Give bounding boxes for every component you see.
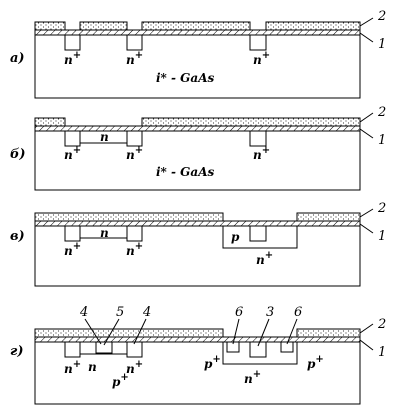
stage-d-contact-1 <box>226 342 240 353</box>
stage-d-region-3: p+ <box>112 372 129 389</box>
stage-b-substrate-outline <box>34 130 361 191</box>
stage-a-mask-3 <box>141 21 251 31</box>
stage-d-leader-5 <box>103 318 120 346</box>
stage-c-label: в) <box>10 229 25 244</box>
stage-a-label: а) <box>10 51 25 66</box>
stage-d-callout-4b: 4 <box>142 305 151 320</box>
stage-a-leader-2 <box>359 17 374 27</box>
stage-a-substrate-outline <box>34 34 361 99</box>
stage-d-mask-1 <box>34 328 224 338</box>
stage-d-layer-1 <box>34 336 361 343</box>
stage-c-leader-2 <box>359 208 374 218</box>
stage-b-implant-3 <box>249 131 267 147</box>
stage-c-substrate-outline <box>34 225 361 287</box>
stage-c: в) n+ n n+ p n+ 2 1 <box>10 201 386 287</box>
stage-d-substrate-outline <box>34 341 361 405</box>
stage-d-leader-3 <box>257 318 270 347</box>
stage-c-leader-1 <box>359 223 374 234</box>
stage-b-leader-2 <box>359 112 374 123</box>
stage-b-substrate-label: i* - GaAs <box>156 165 215 179</box>
stage-c-implant-2 <box>126 226 143 242</box>
stage-b-leader-1 <box>359 128 374 139</box>
stage-a-region-3: n+ <box>253 50 270 67</box>
stage-c-mask-2 <box>296 212 361 222</box>
stage-d-callout-4a: 4 <box>79 305 88 320</box>
stage-b-region-1: n+ <box>64 145 81 162</box>
stage-d-region-1: n+ <box>64 359 81 376</box>
stage-c-region-5: n+ <box>256 250 273 267</box>
stage-a-region-1: n+ <box>64 50 81 67</box>
stage-d-contact-2 <box>280 342 294 353</box>
stage-c-layer-1 <box>34 220 361 227</box>
stage-c-callout-2: 2 <box>377 201 386 216</box>
stage-a-mask-1 <box>34 21 66 31</box>
stage-d-mask-2 <box>296 328 361 338</box>
stage-d-leader-4b <box>133 318 147 345</box>
stage-c-implant-1 <box>64 226 81 242</box>
stage-a-callout-1: 1 <box>378 37 386 52</box>
stage-d-leader-6a <box>232 318 240 345</box>
stage-d-region-2: n <box>88 360 97 374</box>
stage-a-implant-2 <box>126 35 143 51</box>
stage-d-callout-3: 3 <box>266 305 274 320</box>
stage-d-region-6: n+ <box>244 369 261 386</box>
stage-d-leader-1 <box>359 339 374 351</box>
stage-b-layer-1 <box>34 125 361 132</box>
stage-d-callout-5: 5 <box>116 305 124 320</box>
stage-c-region-2: n <box>100 226 109 240</box>
stage-d-region-5: p+ <box>204 354 221 371</box>
stage-a-implant-1 <box>64 35 81 51</box>
stage-d-leader-2 <box>359 323 374 334</box>
stage-a-mask-4 <box>265 21 361 31</box>
stage-d-label: г) <box>10 344 23 359</box>
stage-c-p-well <box>222 226 298 249</box>
stage-b: б) n+ n n+ n+ i* - GaAs 2 1 <box>10 105 386 191</box>
stage-a-mask-2 <box>79 21 128 31</box>
stage-c-region-1: n+ <box>64 241 81 258</box>
stage-d-leader-4a <box>84 318 102 345</box>
stage-b-region-4: n+ <box>253 145 270 162</box>
stage-c-callout-1: 1 <box>378 229 386 244</box>
stage-d-callout-2: 2 <box>377 317 386 332</box>
stage-d-callout-6b: 6 <box>294 305 302 320</box>
stage-b-mask-1 <box>34 117 66 127</box>
stage-d-region-4: n+ <box>126 359 143 376</box>
stage-a-region-2: n+ <box>126 50 143 67</box>
stage-d: г) n+ n p+ n+ p+ n+ p+ 4 5 4 6 3 6 2 <box>10 305 386 405</box>
stage-c-region-4: p <box>231 230 240 244</box>
stage-b-callout-2: 2 <box>377 105 386 120</box>
stage-a-callout-2: 2 <box>377 9 386 24</box>
stage-c-region-3: n+ <box>126 241 143 258</box>
stage-b-mask-2 <box>141 117 361 127</box>
stage-d-callout-1: 1 <box>378 345 386 360</box>
stage-d-p-well <box>222 342 298 365</box>
stage-a-layer-1 <box>34 29 361 36</box>
stage-d-implant-1 <box>64 342 81 358</box>
stage-d-implant-3 <box>249 342 267 358</box>
stage-d-region-7: p+ <box>307 354 324 371</box>
stage-b-region-3: n+ <box>126 145 143 162</box>
stage-d-callout-6a: 6 <box>235 305 243 320</box>
stage-a-leader-1 <box>359 32 374 43</box>
stage-a-implant-3 <box>249 35 267 51</box>
stage-a-substrate-label: i* - GaAs <box>156 71 215 85</box>
stage-b-implant-2 <box>126 131 143 147</box>
stage-d-gate-implant <box>95 342 113 354</box>
stage-d-leader-6b <box>286 318 298 345</box>
stage-d-implant-2 <box>126 342 143 358</box>
stage-c-implant-3 <box>249 226 267 242</box>
stage-b-label: б) <box>10 147 26 162</box>
stage-b-region-2: n <box>100 130 109 144</box>
stage-b-implant-1 <box>64 131 81 147</box>
stage-a: а) n+ n+ n+ i* - GaAs 2 1 <box>10 9 386 99</box>
stage-c-mask-1 <box>34 212 224 222</box>
stage-b-callout-1: 1 <box>378 133 386 148</box>
